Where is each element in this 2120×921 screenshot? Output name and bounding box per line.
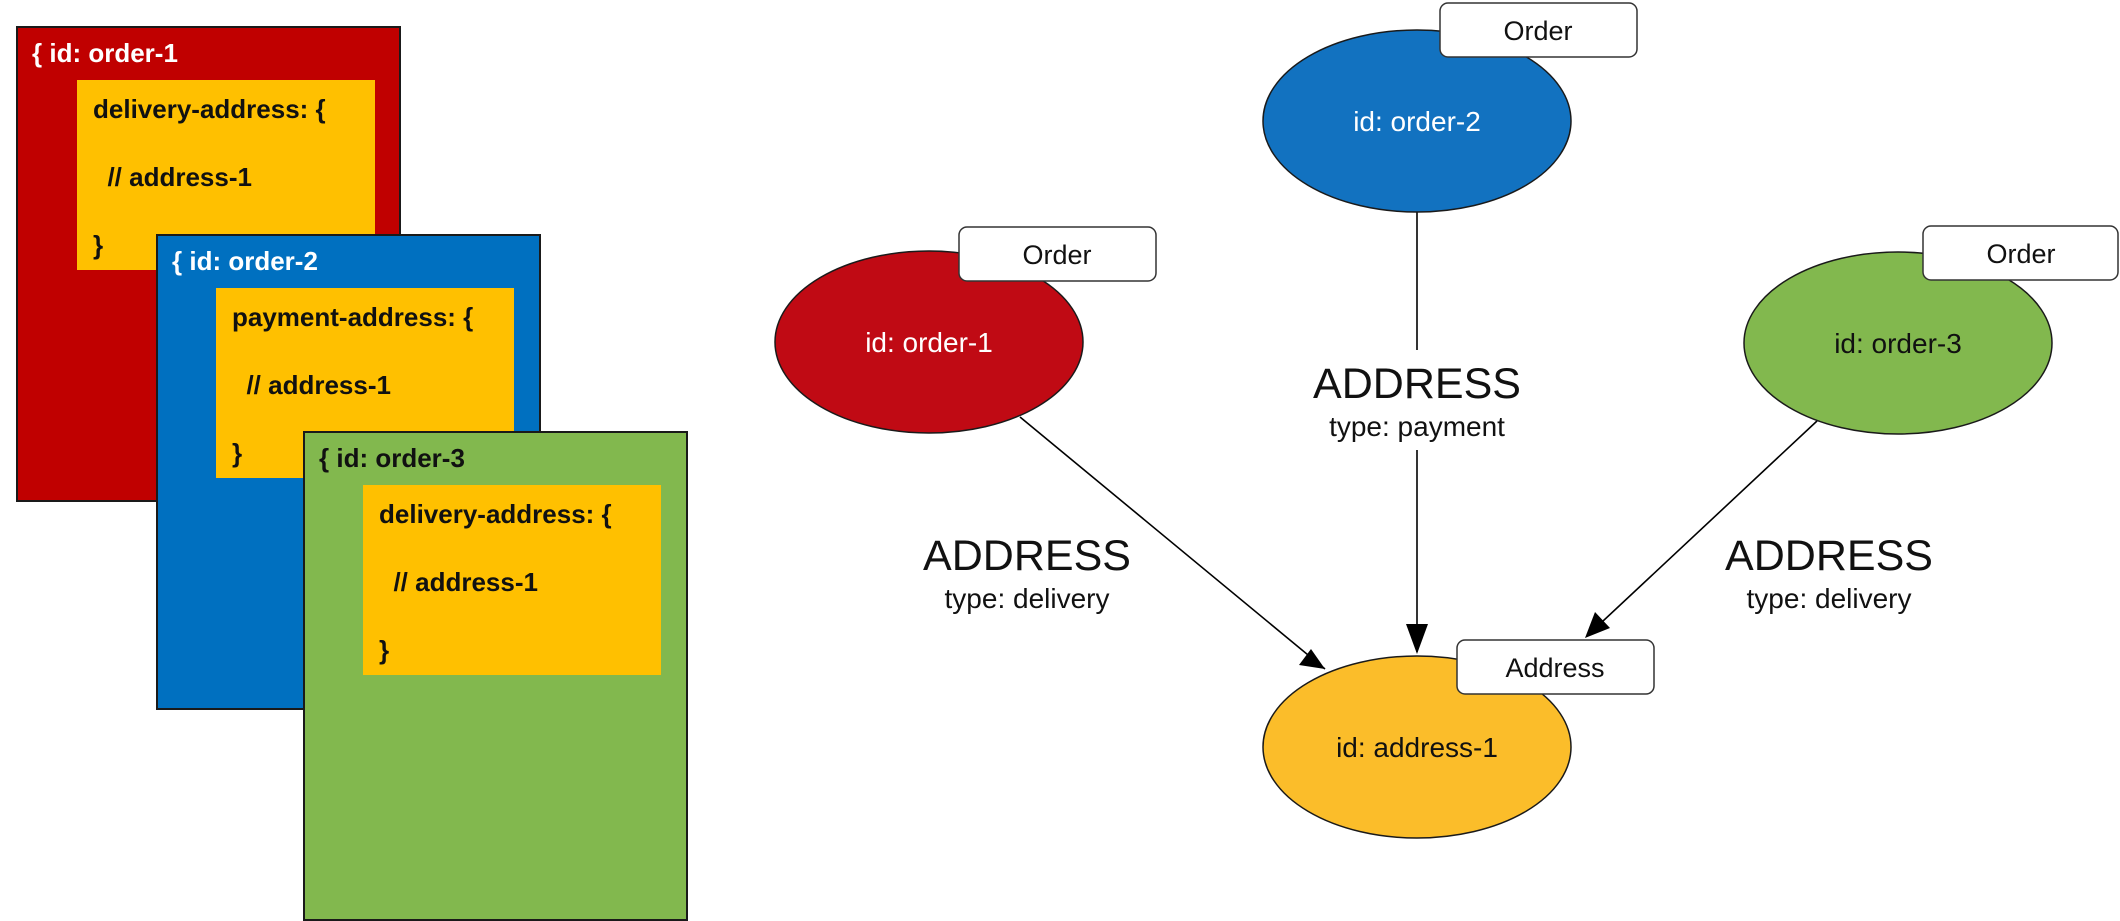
edge-order-2-arrowhead xyxy=(1406,624,1428,654)
order-2-node-text: id: order-2 xyxy=(1353,106,1481,137)
edge-order-3-type: ADDRESS xyxy=(1725,532,1933,580)
order-3-node xyxy=(1743,251,2053,435)
order-1-node-text: id: order-1 xyxy=(865,327,993,358)
edge-order-2-prop: type: payment xyxy=(1329,411,1505,442)
order-3-node-label-box xyxy=(1922,225,2119,281)
block-line: } xyxy=(93,230,104,260)
address-1-node-label: Address xyxy=(1505,653,1604,683)
block-line: delivery-address: { xyxy=(379,499,612,529)
address-1-node-label-box xyxy=(1456,639,1655,695)
order-1-node-label: Order xyxy=(1022,240,1091,270)
edge-order-2-type: ADDRESS xyxy=(1313,360,1521,408)
address-1-node xyxy=(1262,655,1572,839)
order-3-document: { id: order-3 delivery-address: { // add… xyxy=(303,431,688,921)
block-line: // address-1 xyxy=(93,162,252,192)
order-3-delivery-address-block: delivery-address: { // address-1 } xyxy=(363,485,661,675)
order-1-node xyxy=(774,250,1084,434)
edge-order-1-arrowhead xyxy=(1299,649,1325,669)
order-3-node-label: Order xyxy=(1986,239,2055,269)
order-1-node-label-box xyxy=(958,226,1157,282)
block-line: // address-1 xyxy=(379,567,538,597)
edge-order-3-prop: type: delivery xyxy=(1747,583,1912,614)
order-1-document-title: { id: order-1 xyxy=(32,38,178,68)
order-2-document-title: { id: order-2 xyxy=(172,246,318,276)
block-line: } xyxy=(232,438,243,468)
edge-order-1-address xyxy=(1019,416,1326,670)
block-line: // address-1 xyxy=(232,370,391,400)
order-3-document-title: { id: order-3 xyxy=(319,443,465,473)
order-2-node-label-box xyxy=(1439,2,1638,58)
edge-order-1-prop: type: delivery xyxy=(945,583,1110,614)
block-line: delivery-address: { xyxy=(93,94,326,124)
order-2-node-label: Order xyxy=(1503,16,1572,46)
edge-order-1-type: ADDRESS xyxy=(923,532,1131,580)
block-line: } xyxy=(379,635,390,665)
block-line: payment-address: { xyxy=(232,302,474,332)
address-1-node-text: id: address-1 xyxy=(1336,732,1498,763)
edge-order-3-address xyxy=(1586,420,1818,637)
order-3-node-text: id: order-3 xyxy=(1834,328,1962,359)
order-2-node xyxy=(1262,29,1572,213)
edge-order-3-arrowhead xyxy=(1585,612,1610,638)
